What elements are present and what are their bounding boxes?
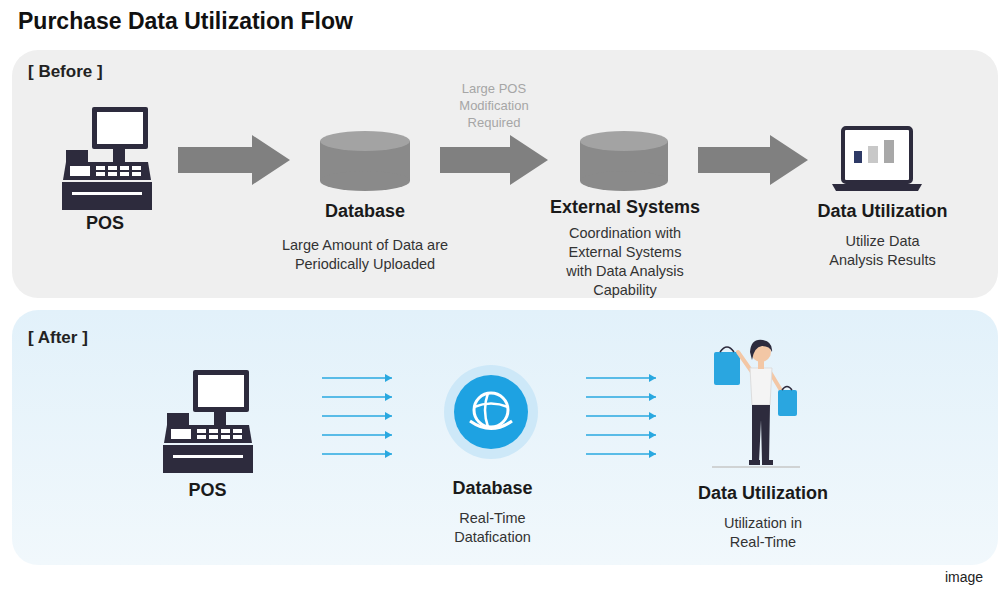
data-utilization-node: Data UtilizationUtilization in Real-Time xyxy=(678,340,848,555)
image-note: image xyxy=(945,569,983,585)
band-title: [ Before ] xyxy=(28,62,103,82)
node-title: Database xyxy=(420,477,565,499)
node-description: Coordination with External Systems with … xyxy=(555,224,695,300)
node-title: Data Utilization xyxy=(678,482,848,504)
pos-node: POS xyxy=(55,100,155,235)
database-node: DatabaseLarge Amount of Data are Periodi… xyxy=(262,130,468,280)
node-description: Utilize Data Analysis Results xyxy=(822,232,944,270)
diagram-title: Purchase Data Utilization Flow xyxy=(18,8,353,35)
node-title: External Systems xyxy=(545,196,705,218)
data-utilization-node: Data UtilizationUtilize Data Analysis Re… xyxy=(800,120,965,270)
database-node: DatabaseReal-Time Datafication xyxy=(420,362,565,547)
external-system-node: External SystemsCoordination with Extern… xyxy=(545,128,705,295)
node-title: POS xyxy=(55,212,155,234)
node-description: Large Amount of Data are Periodically Up… xyxy=(269,236,461,274)
band-title: [ After ] xyxy=(28,328,88,348)
phase-band: [ After ] POS DatabaseReal-Time Dataficati… xyxy=(12,310,998,565)
node-title: Database xyxy=(262,200,468,222)
node-description: Real-Time Datafication xyxy=(441,509,545,547)
node-description: Utilization in Real-Time xyxy=(707,514,819,552)
pos-node: POS xyxy=(155,365,260,500)
edge-label: Large POS Modification Required xyxy=(444,80,544,131)
node-title: Data Utilization xyxy=(800,200,965,222)
node-title: POS xyxy=(155,479,260,501)
